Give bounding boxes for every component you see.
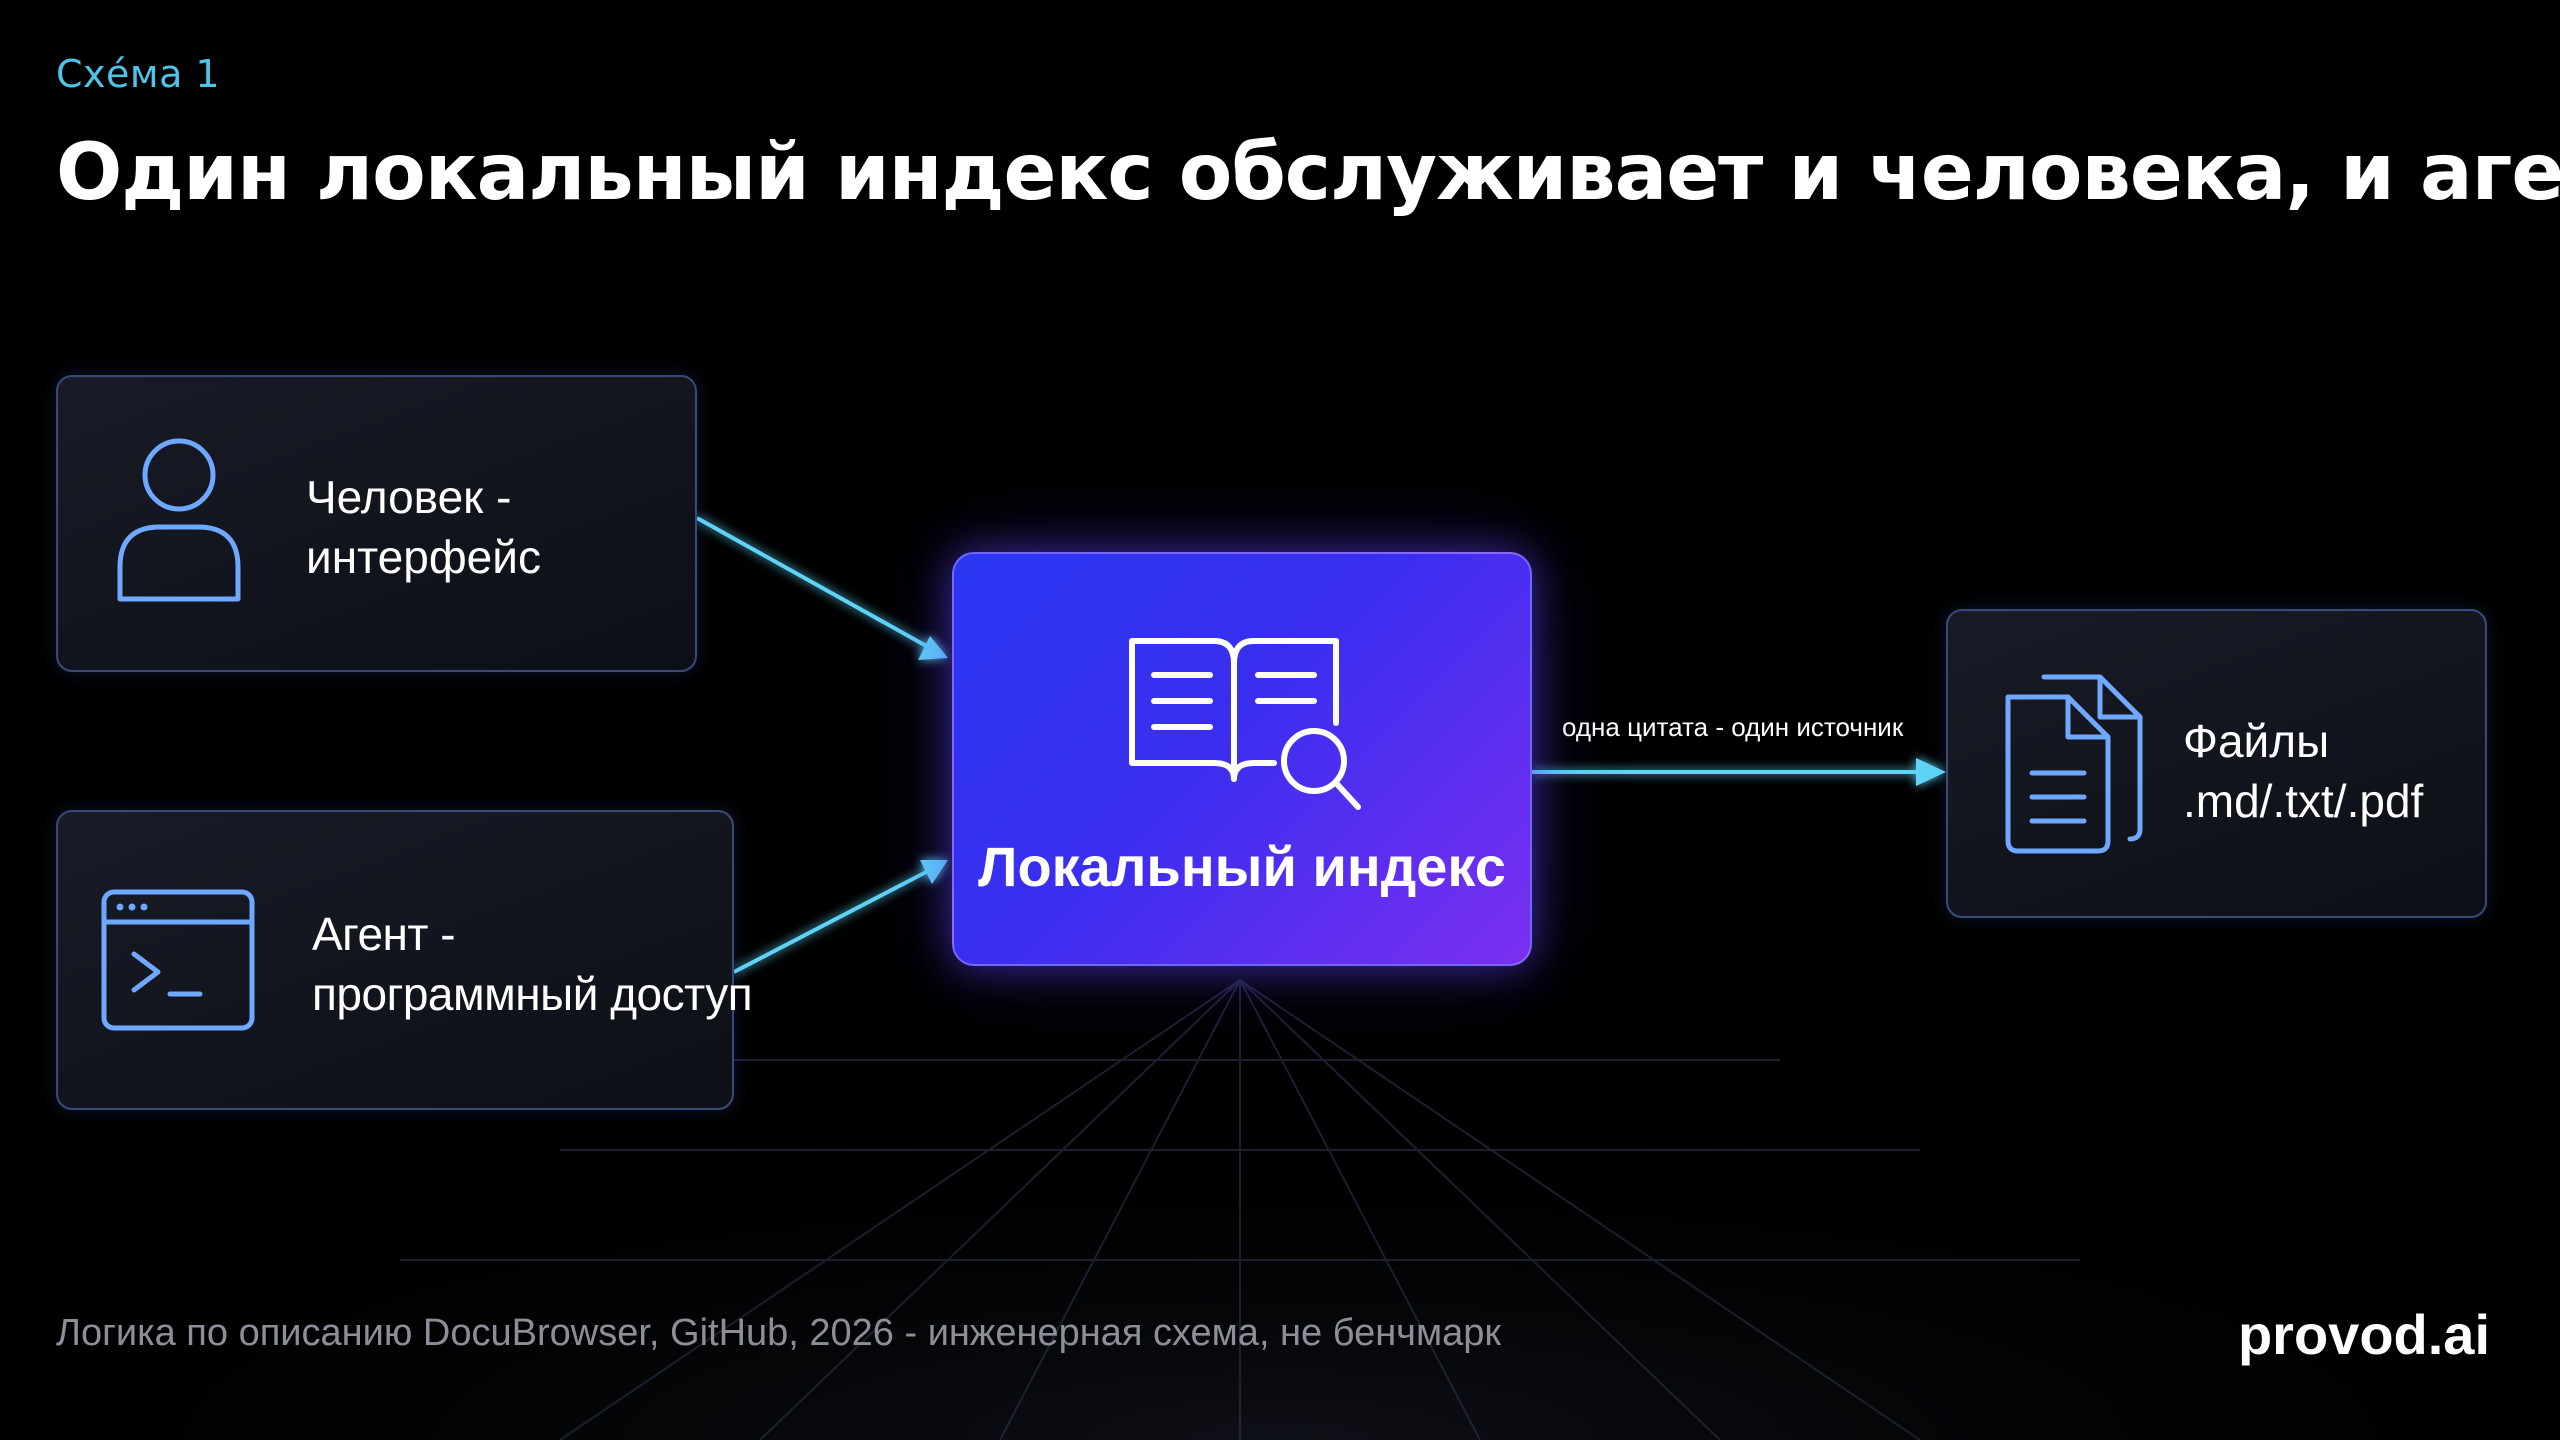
node-local-index-label: Локальный индекс: [978, 835, 1506, 898]
node-local-index: Локальный индекс: [952, 552, 1532, 966]
documents-icon: [2005, 674, 2143, 854]
node-agent-line2: программный доступ: [312, 968, 753, 1020]
node-files-line1: Файлы: [2183, 715, 2330, 767]
node-agent-api: Агент - программный доступ: [56, 810, 753, 1110]
brand-logo-text: provod.ai: [2237, 1303, 2490, 1366]
person-icon: [117, 438, 241, 602]
edge-label-citation: одна цитата - один источник: [1562, 712, 1904, 742]
node-agent-line1: Агент -: [312, 908, 456, 960]
figure-number-label: Схéма 1: [56, 52, 221, 96]
node-human-line2: интерфейс: [306, 531, 541, 583]
node-files: Файлы .md/.txt/.pdf: [1946, 609, 2487, 918]
book-search-icon: [1129, 638, 1361, 810]
source-footnote: Логика по описанию DocuBrowser, GitHub, …: [56, 1312, 1502, 1354]
node-human-label: Человек - интерфейс: [306, 467, 541, 587]
node-agent-label: Агент - программный доступ: [312, 904, 753, 1024]
terminal-icon: [101, 889, 255, 1031]
page-title: Один локальный индекс обслуживает и чело…: [56, 128, 2560, 218]
node-human-interface: Человек - интерфейс: [56, 375, 697, 672]
node-files-label: Файлы .md/.txt/.pdf: [2183, 711, 2423, 831]
node-files-line2: .md/.txt/.pdf: [2183, 775, 2424, 827]
node-human-line1: Человек -: [306, 471, 512, 523]
